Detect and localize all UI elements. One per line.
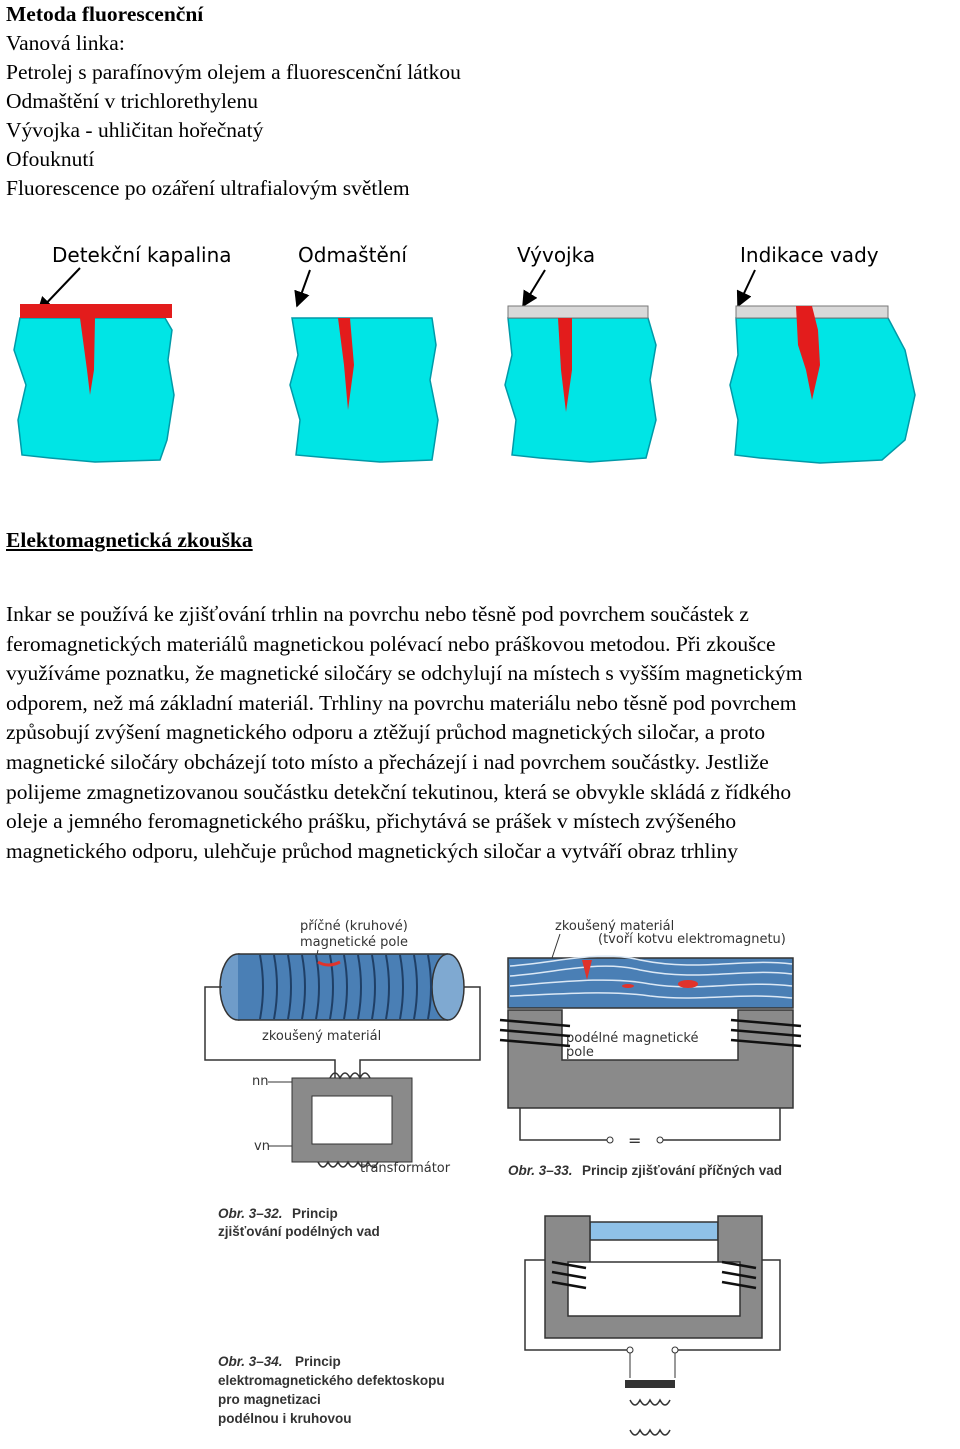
transformer-coil (629, 1398, 671, 1406)
defect-mark (678, 980, 698, 988)
arrow-4 (736, 269, 756, 308)
terminal (671, 1346, 679, 1354)
text-line: Odmaštění v trichlorethylenu (6, 89, 258, 113)
wire (660, 1108, 781, 1141)
crack (558, 318, 572, 412)
label-longitudinal-field: podélné magnetické (566, 1031, 698, 1046)
body-paragraph: Inkar se používá ke zjišťování trhlin na… (6, 600, 960, 866)
part-block (13, 317, 175, 463)
label-vn: vn (254, 1139, 270, 1154)
wire (519, 1108, 610, 1141)
pointer-line (551, 933, 561, 959)
part-block (729, 317, 916, 464)
text-line: Fluorescence po ozáření ultrafialovým sv… (6, 176, 410, 200)
crack-indication (796, 306, 820, 400)
electromagnet-yoke (507, 1009, 794, 1109)
defectoscope-coils (551, 1260, 757, 1290)
arrow-3 (522, 269, 546, 308)
label-tested-material: zkoušený materiál (555, 919, 674, 934)
caption-text: elektromagnetického defektoskopu (218, 1373, 445, 1388)
terminal (606, 1136, 614, 1144)
text-line: Vývojka - uhličitan hořečnatý (6, 118, 264, 142)
field-lines (509, 955, 793, 999)
paragraph-line: způsobují zvýšení magnetického odporu a … (6, 720, 766, 745)
paragraph-line: polijeme zmagnetizovanou součástku detek… (6, 779, 792, 804)
label-dc: = (628, 1131, 641, 1150)
cylinder-right-end (431, 953, 465, 1021)
transformer-core (291, 1077, 413, 1163)
caption-text: zjišťování podélných vad (218, 1224, 380, 1239)
caption-text: podélnou i kruhovou (218, 1411, 352, 1426)
terminal (626, 1346, 634, 1354)
paragraph-line: oleje a jemného feromagnetického prášku,… (6, 809, 737, 834)
defect-mark (582, 960, 592, 980)
label-tested-material: zkoušený materiál (262, 1029, 381, 1044)
caption-text: pro magnetizaci (218, 1392, 321, 1407)
label-circular-field-2: magnetické pole (300, 935, 408, 950)
penetrant-layer (20, 304, 172, 318)
paragraph-line: magnetického odporu, ulehčuje průchod ma… (6, 838, 738, 863)
paragraph-line: odporem, než má základní materiál. Trhli… (6, 690, 797, 715)
label-longitudinal-field-2: pole (566, 1045, 594, 1060)
figure-3-33: zkoušený materiál (tvoří kotvu elektroma… (499, 919, 802, 1178)
paragraph-line: Inkar se používá ke zjišťování trhlin na… (6, 602, 749, 626)
caption-text: Princip (295, 1354, 341, 1369)
stage-detection-liquid (13, 304, 175, 463)
transformer-coil-bottom (317, 1160, 379, 1168)
developer-layer (507, 305, 649, 319)
paragraph-line: využíváme poznatku, že magnetické siločá… (6, 661, 803, 686)
label-detection-liquid: Detekční kapalina (52, 243, 232, 267)
paragraph-line: magnetické siločáry obcházejí toto místo… (6, 749, 769, 774)
text-line: Petrolej s parafínovým olejem a fluoresc… (6, 60, 461, 84)
stage-defect-indication (729, 305, 916, 464)
section-heading: Elektomagnetická zkouška (6, 528, 253, 552)
wire (204, 986, 336, 1080)
caption-number: Obr. 3–33. (508, 1163, 573, 1178)
label-defect-indication: Indikace vady (740, 243, 879, 267)
caption-number: Obr. 3–34. (218, 1354, 283, 1369)
transformer-coil (629, 1428, 671, 1436)
defect-mark (317, 960, 341, 967)
caption-number: Obr. 3–32. (218, 1206, 283, 1221)
crack (80, 318, 95, 395)
tested-bar (589, 1221, 719, 1241)
coil-windings (259, 954, 432, 1020)
stage-degreasing (289, 317, 439, 463)
arrow-2 (294, 269, 311, 308)
label-circular-field: příčné (kruhové) (300, 919, 408, 934)
caption-text: Princip (292, 1206, 338, 1221)
wire (675, 1259, 781, 1351)
figure-3-32: příčné (kruhové) magnetické pole zkoušen… (204, 919, 481, 1239)
part-block (289, 317, 439, 463)
figure-3-34: Obr. 3–34. Princip elektromagnetického d… (218, 1215, 781, 1436)
wire (359, 986, 481, 1080)
caption-text: Princip zjišťování příčných vad (582, 1163, 782, 1178)
yoke-coils (499, 1018, 802, 1048)
text-line: Ofouknutí (6, 147, 95, 171)
stage-developer (504, 305, 657, 463)
label-transformer: transformátor (360, 1161, 451, 1176)
terminal (656, 1136, 664, 1144)
part-block (504, 317, 657, 463)
label-degreasing: Odmaštění (298, 243, 408, 267)
cylinder-body (238, 954, 448, 1020)
defect-mark (622, 984, 634, 988)
label-nn: nn (252, 1074, 268, 1089)
wire (524, 1259, 630, 1351)
crack (338, 318, 354, 410)
transformer-coil-top (329, 1072, 371, 1080)
paragraph-line: feromagnetických materiálů magnetickou p… (6, 631, 776, 656)
defectoscope-yoke (544, 1215, 763, 1339)
page-title: Metoda fluorescenční (6, 2, 204, 26)
transformer-core (625, 1380, 675, 1388)
label-armature: (tvoří kotvu elektromagnetu) (598, 932, 786, 947)
label-developer: Vývojka (517, 243, 595, 267)
text-line: Vanová linka: (6, 31, 125, 55)
